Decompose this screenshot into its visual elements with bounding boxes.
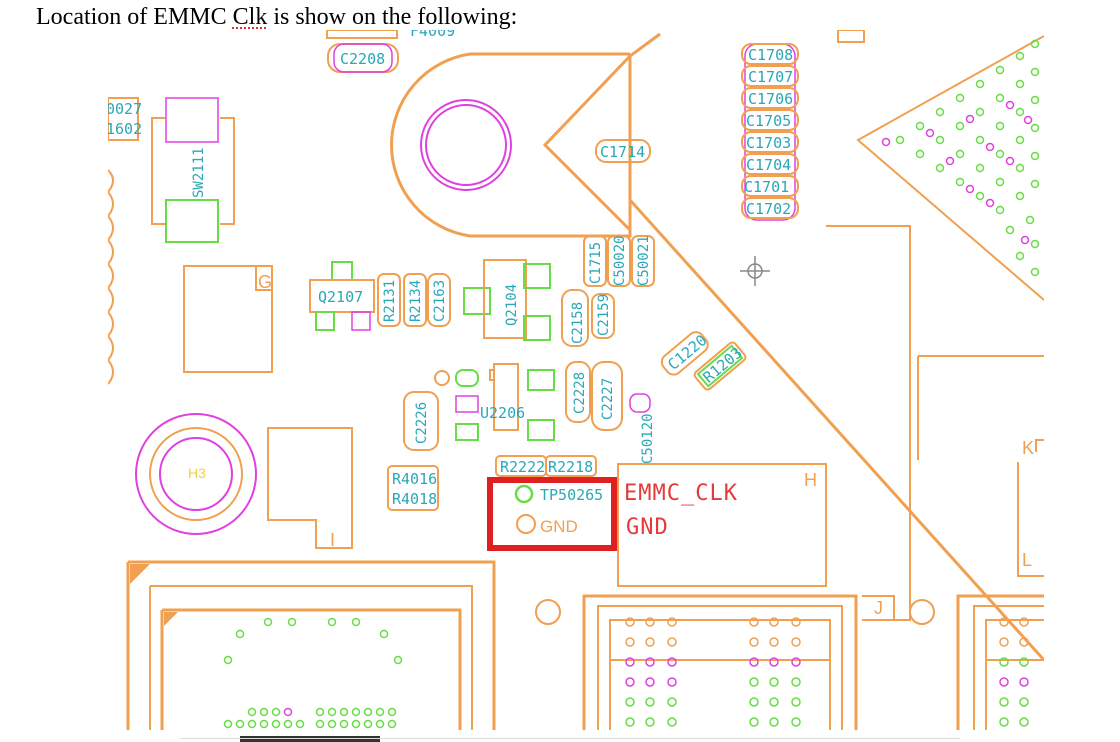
label-left-top1: 0027 <box>106 100 142 118</box>
label-c2159: C2159 <box>596 294 612 336</box>
label-c1714: C1714 <box>600 143 645 161</box>
label-u2206: U2206 <box>480 404 525 422</box>
label-c1705: C1705 <box>746 112 791 130</box>
label-c1704: C1704 <box>746 156 791 174</box>
label-left-top2: 1602 <box>106 120 142 138</box>
label-c2158: C2158 <box>570 302 586 344</box>
label-r2131: R2131 <box>382 280 398 322</box>
bga-pad-array <box>881 39 1040 277</box>
label-sw2111: SW2111 <box>191 147 207 198</box>
label-gnd-pad: GND <box>540 517 578 536</box>
label-c2228: C2228 <box>572 372 588 414</box>
label-k: K <box>1022 438 1034 458</box>
label-c2227: C2227 <box>600 378 616 420</box>
label-c1703: C1703 <box>746 134 791 152</box>
label-q2104: Q2104 <box>504 284 520 326</box>
label-c50021: C50021 <box>636 235 652 286</box>
label-c50020: C50020 <box>612 235 628 286</box>
label-r4016: R4016 <box>392 470 437 488</box>
label-c1708: C1708 <box>748 46 793 64</box>
caption-text-start: Location of EMMC <box>36 4 233 30</box>
label-l: L <box>1022 550 1032 570</box>
label-r2222: R2222 <box>500 458 545 476</box>
caption-text-end: is show on the following: <box>267 4 518 30</box>
label-top-cut: F4009 <box>410 22 455 40</box>
callout-emmc-clk: EMMC_CLK <box>624 481 738 506</box>
switch-sw2111: SW2111 <box>151 97 235 243</box>
label-c2208: C2208 <box>340 50 385 68</box>
highlight-box <box>487 477 617 551</box>
label-r2218: R2218 <box>548 458 593 476</box>
label-c1701: C1701 <box>744 178 789 196</box>
label-tp50265: TP50265 <box>540 486 603 504</box>
label-j: J <box>874 598 883 618</box>
label-q2107: Q2107 <box>318 288 363 306</box>
label-c1702: C1702 <box>746 200 791 218</box>
label-r4018: R4018 <box>392 490 437 508</box>
label-c2226: C2226 <box>414 402 430 444</box>
label-c1715: C1715 <box>588 242 604 284</box>
capacitor-stack-c17: C1708 C1707 C1706 C1705 C1703 C1704 C170… <box>741 43 799 221</box>
label-h3: H3 <box>188 465 206 481</box>
label-r2134: R2134 <box>408 280 424 322</box>
label-c1707: C1707 <box>748 68 793 86</box>
label-c50120: C50120 <box>640 413 656 464</box>
label-h: H <box>804 470 817 490</box>
label-c1706: C1706 <box>748 90 793 108</box>
label-c2163: C2163 <box>432 280 448 322</box>
label-g: G <box>258 272 272 292</box>
caption-spell-flag: Clk <box>232 4 268 30</box>
mount-hole-h3: H3 <box>135 413 257 535</box>
callout-gnd: GND <box>626 515 669 540</box>
label-i: I <box>330 530 335 550</box>
caption: Location of EMMC Clk is show on the foll… <box>36 4 517 31</box>
